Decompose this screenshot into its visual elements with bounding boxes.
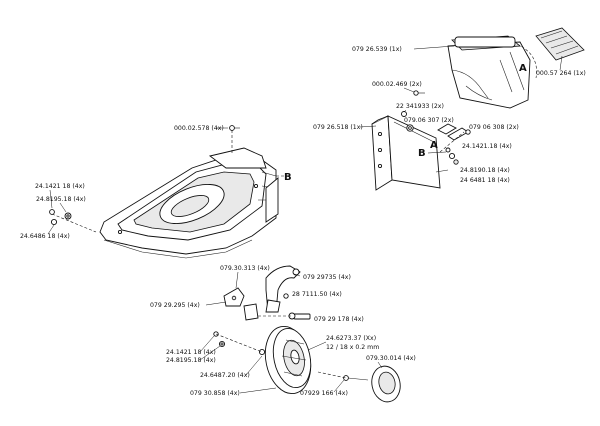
label-24-6487-20: 24.6487.20 (4x) [200, 372, 250, 379]
axle-bolt [258, 293, 311, 320]
label-000-02-469: 000.02.469 (2x) [372, 81, 422, 88]
label-24-6481-18: 24 6481 18 (4x) [460, 177, 510, 184]
label-079-26-518: 079 26.518 (1x) [313, 124, 363, 131]
label-24-8190-18: 24.8190.18 (4x) [460, 167, 510, 174]
label-079-30-313: 079.30.313 (4x) [220, 265, 270, 272]
screw-000-02-469 [413, 90, 425, 96]
label-24-1421-18-left: 24.1421 18 (4x) [35, 183, 85, 190]
left-hardware [49, 209, 97, 233]
marker-a-top: A [519, 63, 527, 74]
label-079-29-295: 079 29.295 (4x) [150, 302, 200, 309]
label-000-02-578: 000.02.578 (4x) [174, 125, 224, 132]
hub-cap [371, 365, 401, 403]
label-24-8195-18-left: 24.8195.18 (4x) [36, 196, 86, 203]
marker-a-mid: A [430, 140, 438, 151]
mower-deck [99, 130, 284, 259]
wheel-hardware [213, 331, 266, 356]
label-079-29-178: 079 29 178 (4x) [314, 316, 364, 323]
wheel [264, 325, 312, 395]
label-000-57-264: 000.57 264 (1x) [536, 70, 586, 77]
rear-flap-frame [371, 115, 449, 191]
label-079-30-858: 079 30.858 (4x) [190, 390, 240, 397]
label-24-6273-37: 24.6273.37 (Xx) [326, 335, 376, 342]
label-079-06-308: 079 06 308 (2x) [469, 124, 519, 131]
label-079-30-014: 079.30.014 (4x) [366, 355, 416, 362]
flap-hinge-parts [401, 111, 471, 165]
label-079-26-539: 079 26.539 (1x) [352, 46, 402, 53]
label-079-29-166: 07929 166 (4x) [300, 390, 348, 397]
label-22-341-933: 22 341933 (2x) [396, 103, 444, 110]
marker-b-right: B [418, 148, 426, 159]
label-28-7111-50: 28 7111.50 (4x) [292, 291, 342, 298]
label-tire-size: 12 / 18 x 0.2 mm [326, 344, 379, 351]
label-24-1421-18-bottom: 24.1421 18 (4x) [166, 349, 216, 356]
grass-catcher-bag [447, 35, 537, 109]
label-24-1421-18-right: 24.1421.18 (4x) [462, 143, 512, 150]
grass-catcher-lid [535, 27, 585, 61]
label-079-06-307: 079.06 307 (2x) [404, 117, 454, 124]
label-24-6486-18: 24.6486 18 (4x) [20, 233, 70, 240]
marker-b-left: B [284, 172, 292, 183]
deck-screw [229, 125, 240, 131]
hub-screw [317, 371, 369, 381]
adjust-bracket [223, 287, 259, 321]
label-24-8195-18-bottom: 24.8195.18 (4x) [166, 357, 216, 364]
label-079-29-735: 079 29735 (4x) [303, 274, 351, 281]
height-adjust-lever [265, 265, 301, 313]
